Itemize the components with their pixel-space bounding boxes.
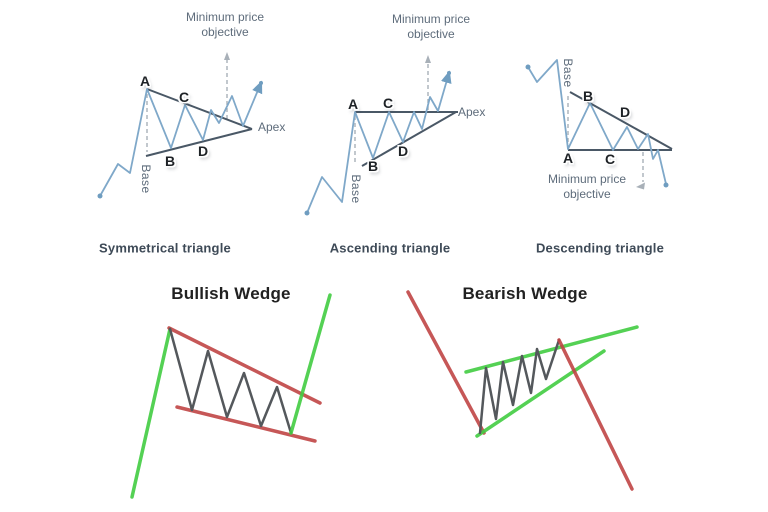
price-zigzag [168,327,293,435]
objective-label: Minimum price objective [185,10,264,39]
price-end-dot [447,71,451,75]
base-label: Base [561,58,575,88]
price-line [527,59,667,185]
price-end-dot [663,182,669,188]
rising-trendline [361,111,457,167]
price-line [306,70,452,214]
price-zigzag [478,338,561,435]
point-d-label: D [397,143,409,159]
descending-triangle-caption: Descending triangle [535,240,665,256]
symmetrical-triangle-diagram [97,52,263,199]
objective-up-arrowhead [224,52,230,60]
point-c-label: C [604,151,616,167]
wedge-lower-line [175,405,317,443]
point-b-label: B [164,153,176,169]
price-start-dot [304,210,310,216]
objective-up-arrowhead [425,55,431,63]
price-line [99,80,263,197]
point-a-label: A [347,96,359,112]
wedge-lower-line [475,349,606,438]
descending-trendline [569,91,673,150]
point-a-label: A [562,150,574,166]
point-c-label: C [178,89,190,105]
point-b-label: B [367,158,379,174]
objective-label: Minimum price objective [547,172,626,201]
ascending-triangle-diagram [304,55,458,216]
objective-label: Minimum price objective [391,12,470,41]
upper-trendline [146,88,253,130]
bullish-wedge-title: Bullish Wedge [171,284,291,303]
objective-down-arrowhead [636,182,645,190]
point-c-label: C [382,95,394,111]
point-a-label: A [139,73,151,89]
price-start-dot [97,193,103,199]
bearish-wedge-title: Bearish Wedge [462,284,588,303]
lower-trendline [145,128,253,157]
bearish-wedge-diagram [406,290,639,491]
ascending-triangle-caption: Ascending triangle [329,240,451,256]
apex-label: Apex [458,105,486,119]
descending-triangle-diagram [525,59,673,190]
wedge-upper-line [464,325,639,374]
uptrend-entry-line [130,327,172,499]
symmetrical-triangle-caption: Symmetrical triangle [99,240,231,256]
breakdown-line [557,338,634,491]
point-d-label: D [619,104,631,120]
point-b-label: B [582,88,594,104]
downtrend-entry-line [406,290,486,435]
price-start-dot [525,64,531,70]
wedge-upper-line [167,326,322,405]
bullish-wedge-diagram [130,293,332,499]
apex-label: Apex [258,120,286,134]
base-label: Base [349,174,363,204]
point-d-label: D [197,143,209,159]
price-end-dot [259,81,263,85]
base-label: Base [139,164,153,194]
breakout-line [289,293,332,435]
